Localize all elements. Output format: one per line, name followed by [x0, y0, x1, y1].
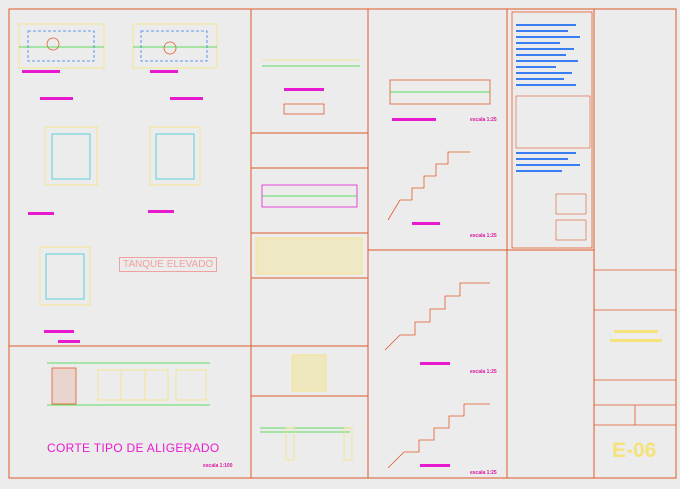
stair-details	[384, 79, 491, 469]
scale-label-aligerado: escala 1:100	[203, 463, 233, 469]
tank-section-views	[28, 126, 201, 333]
general-notes	[511, 11, 593, 249]
tank-plan-views	[18, 23, 218, 100]
middle-details	[255, 59, 363, 461]
tank-label: TANQUE ELEVADO	[119, 257, 218, 272]
title-block	[594, 269, 676, 426]
aligerado-section-title: CORTE TIPO DE ALIGERADO	[47, 441, 220, 455]
aligerado-section	[47, 340, 210, 406]
scale-label-detail-1: escala 1:25	[470, 117, 497, 123]
sheet-number: E-06	[612, 439, 657, 462]
scale-label-detail-3: escala 1:25	[470, 369, 497, 375]
scale-label-detail-2: escala 1:25	[470, 233, 497, 239]
sheet-frame	[8, 8, 677, 479]
scale-label-detail-4: escala 1:25	[470, 470, 497, 476]
